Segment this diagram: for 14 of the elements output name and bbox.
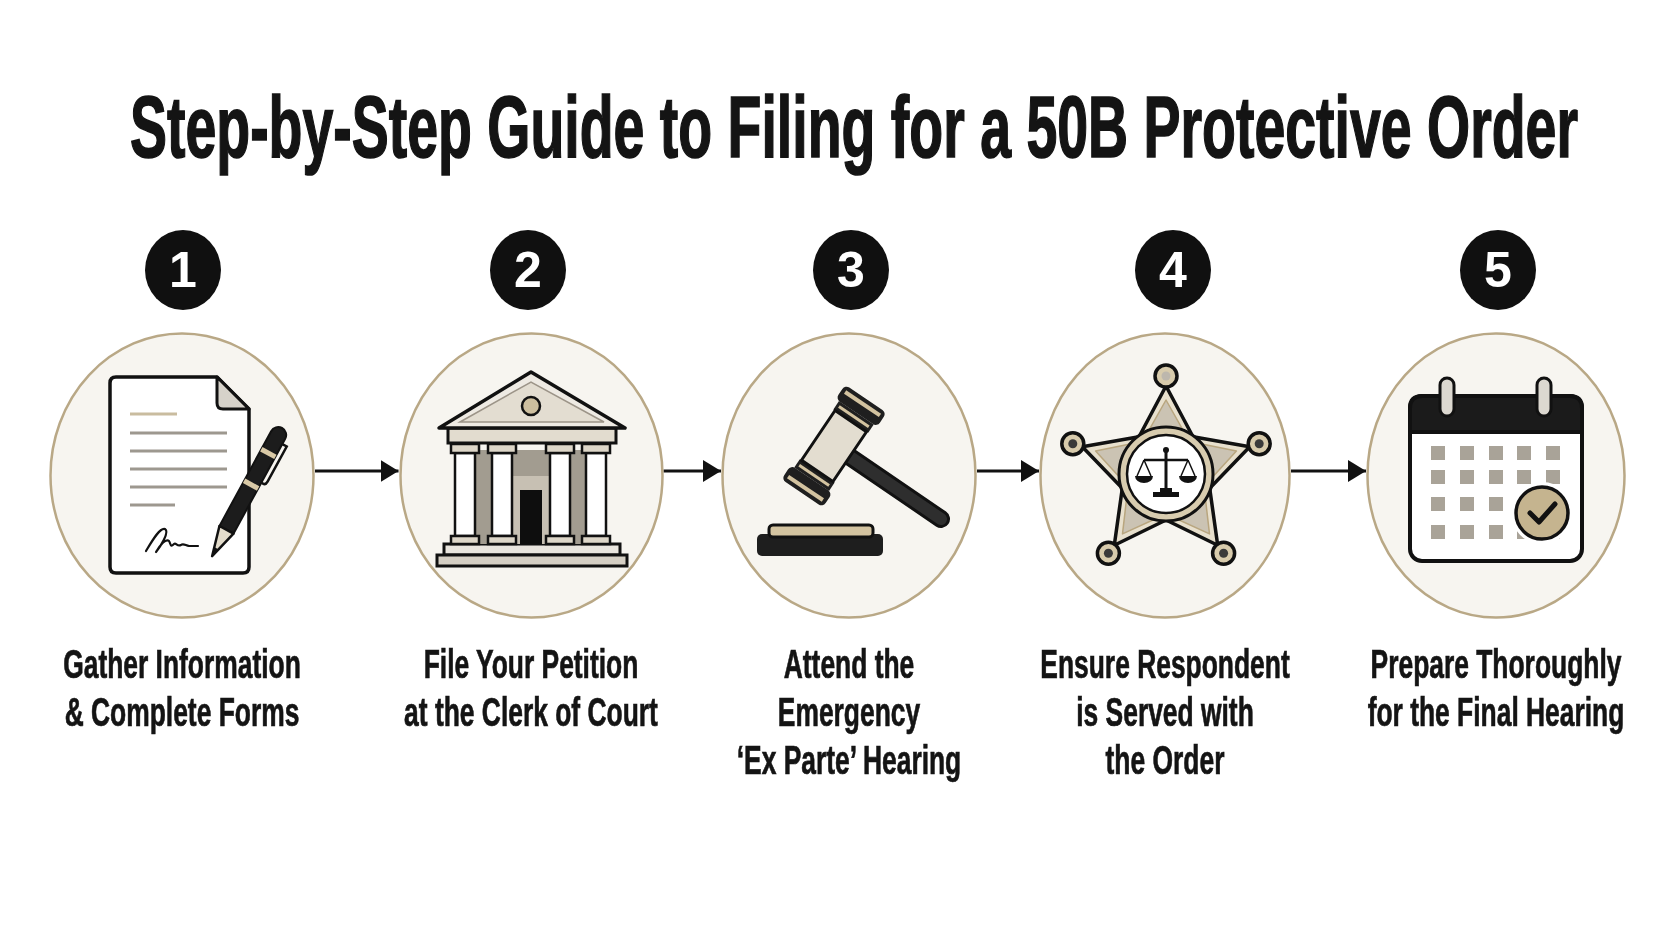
arrow [315, 460, 399, 482]
step-label: Ensure Respondent is Served with the Order [1040, 641, 1290, 784]
arrow [1291, 460, 1366, 482]
step-label: File Your Petition at the Clerk of Court [404, 641, 658, 736]
step-number-badge: 3 [813, 230, 889, 310]
step-label: Attend the Emergency ‘Ex Parte’ Hearing [736, 641, 962, 784]
arrow [977, 460, 1039, 482]
step-number-badge: 1 [145, 230, 221, 310]
step-number-badge: 4 [1135, 230, 1211, 310]
step-label: Prepare Thoroughly for the Final Hearing [1367, 641, 1625, 736]
step-label: Gather Information & Complete Forms [63, 641, 301, 736]
step-number-badge: 5 [1460, 230, 1536, 310]
step-number-badge: 2 [490, 230, 566, 310]
arrow [663, 460, 721, 482]
